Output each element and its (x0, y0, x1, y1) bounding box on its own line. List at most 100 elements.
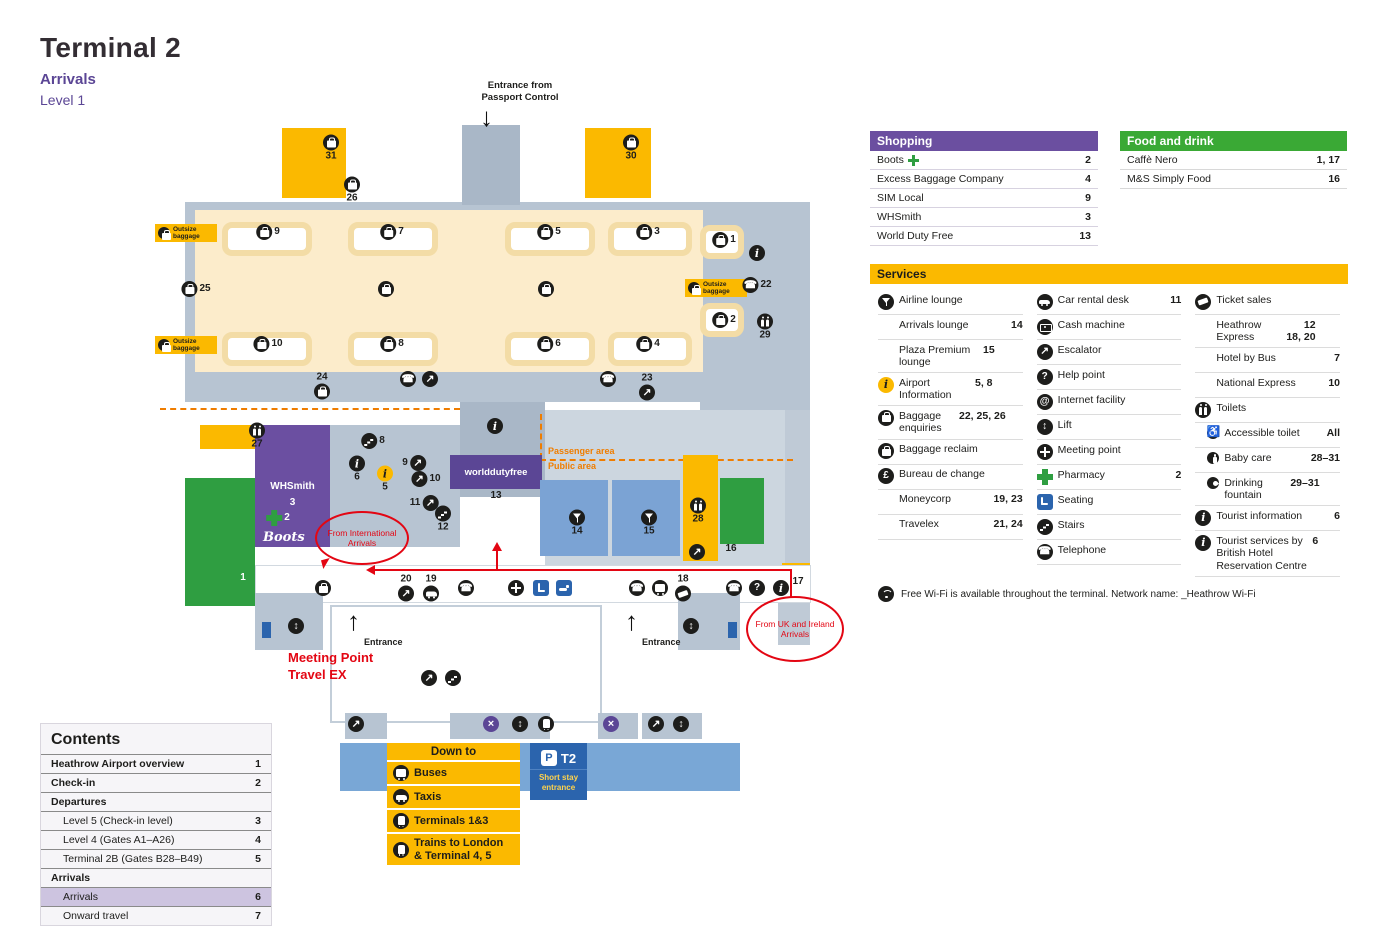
phone-icon-marker: ☎ (458, 580, 474, 596)
services-panel: Services Airline lounge Arrivals lounge … (870, 264, 1348, 603)
bag-icon (537, 336, 554, 352)
help-icon-marker: ? (749, 580, 765, 596)
meeting-point-travel-ex-label: Meeting Point Travel EX (288, 650, 374, 682)
lounge-icon-marker: 14 (569, 509, 585, 537)
service-baby-care: Baby care 28–31 (1195, 448, 1341, 474)
service-tourist-services: i Tourist services by British Hotel Rese… (1195, 531, 1341, 578)
stairs-icon (361, 433, 378, 449)
taxi-icon (393, 789, 409, 805)
green-block-left (185, 478, 255, 606)
from-uk-ireland-arrivals-annotation: From UK and Ireland Arrivals (746, 596, 844, 662)
service-internet-facility: @ Internet facility (1036, 390, 1182, 415)
trolley-icon (538, 281, 554, 297)
service-escalator: ↗ Escalator (1036, 340, 1182, 365)
red-arrowhead-up-icon (492, 542, 502, 551)
toilets-icon (1195, 401, 1212, 418)
services-column-2: Car rental desk 11 Cash machine ↗ Escala… (1036, 290, 1182, 577)
cash-machine-icon (1036, 318, 1053, 335)
trolley-icon (344, 176, 360, 193)
bag-icon-marker: 7 (380, 224, 404, 240)
service-arrivals-lounge: Arrivals lounge 14 (878, 315, 1023, 340)
entrance-right-label: Entrance (642, 637, 681, 647)
trolley-icon (378, 281, 394, 297)
bus-icon (393, 765, 409, 781)
stairs-icon (445, 670, 461, 686)
whsmith-number: 3 (289, 497, 296, 508)
outsize-baggage-right: Outsize baggage (685, 279, 747, 298)
outsize-baggage-label: Outsize baggage (173, 338, 200, 353)
contents-panel: Contents Heathrow Airport overview 1 Che… (40, 723, 272, 926)
food-row-ms-simply-food: M&S Simply Food 16 (1120, 170, 1347, 189)
passport-control-corridor (462, 125, 520, 205)
stairs-icon-marker (445, 670, 461, 686)
contents-item-onward-travel[interactable]: Onward travel 7 (41, 906, 271, 925)
bag-icon-marker: 8 (380, 336, 404, 352)
terminal-map: WHSmith 3 Boots worlddutyfree Outsize ba… (150, 80, 865, 880)
info-icon: i (773, 580, 789, 596)
contents-item-arrivals[interactable]: Arrivals 6 (41, 887, 271, 906)
currency-exchange-icon: £ (878, 468, 894, 485)
outsize-baggage-label: Outsize baggage (173, 226, 200, 241)
green-block-right (720, 478, 764, 544)
service-accessible-toilet: ♿ Accessible toilet All (1195, 423, 1341, 449)
entrance-arrow-right-icon: ↑ (625, 606, 638, 636)
info-icon-marker: i (749, 245, 765, 261)
drinking-fountain-icon (1207, 476, 1220, 489)
pharmacy-icon (1036, 468, 1053, 485)
hex-icon: × (603, 716, 619, 732)
escalator-icon: ↗ (648, 716, 664, 732)
contents-item-level-5[interactable]: Level 5 (Check-in level) 3 (41, 811, 271, 830)
contents-item-check-in[interactable]: Check-in 2 (41, 773, 271, 792)
bag-icon-marker: 4 (636, 336, 660, 352)
phone-icon: ☎ (458, 580, 474, 596)
wifi-note: Free Wi-Fi is available throughout the t… (870, 577, 1348, 603)
service-baggage-enquiries: Baggage enquiries 22, 25, 26 (878, 406, 1023, 440)
ticket-icon-marker: 18 (675, 574, 691, 602)
bag-icon (712, 312, 729, 328)
escalator-icon: ↗ (422, 495, 439, 511)
map-number-marker: 13 (490, 490, 502, 501)
escalator-icon-marker: ↗20 (398, 574, 414, 602)
lounge-icon-marker: 15 (641, 509, 657, 537)
bag-icon-marker: 9 (256, 224, 280, 240)
contents-item-level-4[interactable]: Level 4 (Gates A1–A26) 4 (41, 830, 271, 849)
bag-icon-marker: 10 (253, 336, 283, 352)
trolley-icon (878, 409, 894, 426)
reclaim-belt-8 (348, 332, 438, 366)
information-icon: i (878, 376, 894, 393)
short-stay-parking-box: P T2 Short stay entrance (530, 743, 587, 800)
map-number-marker: 16 (725, 543, 737, 554)
service-airline-lounge: Airline lounge (878, 290, 1023, 315)
entrance-arrow-left-icon: ↑ (347, 606, 360, 636)
services-panel-header: Services (870, 264, 1348, 284)
phone-icon-marker: ☎22 (742, 277, 772, 293)
information-icon: i (1195, 509, 1212, 526)
escalator-icon: ↗ (421, 670, 437, 686)
internet-icon: @ (1036, 393, 1053, 410)
phone-icon-marker: ☎ (629, 580, 645, 596)
service-pharmacy: Pharmacy 2 (1036, 465, 1182, 490)
bag-icon-marker: 3 (636, 224, 660, 240)
world-duty-free-block: worlddutyfree (450, 455, 542, 489)
lift-icon: ↕ (1036, 418, 1053, 435)
lounge-icon (569, 509, 585, 526)
service-bureau-de-change: £ Bureau de change (878, 465, 1023, 490)
contents-title: Contents (51, 731, 121, 748)
service-baggage-reclaim: Baggage reclaim (878, 440, 1023, 465)
wifi-icon (878, 586, 894, 603)
toilets-icon-marker: 28 (690, 497, 706, 525)
page-title: Terminal 2 (40, 32, 181, 63)
trolley-icon-marker: 30 (623, 134, 639, 162)
red-route-line (375, 569, 792, 571)
meeting-point-icon (1036, 443, 1053, 460)
trolley-icon (158, 339, 171, 352)
info-icon-marker: i (487, 418, 503, 434)
hex-icon-marker: × (483, 716, 499, 732)
service-car-rental-desk: Car rental desk 11 (1036, 290, 1182, 315)
escalator-icon-marker: ↗ (648, 716, 664, 732)
contents-item-overview[interactable]: Heathrow Airport overview 1 (41, 754, 271, 773)
pharmacy-icon (266, 510, 283, 526)
info-icon: i (349, 455, 365, 472)
contents-item-terminal-2b[interactable]: Terminal 2B (Gates B28–B49) 5 (41, 849, 271, 868)
meeting-icon-marker (508, 580, 524, 596)
